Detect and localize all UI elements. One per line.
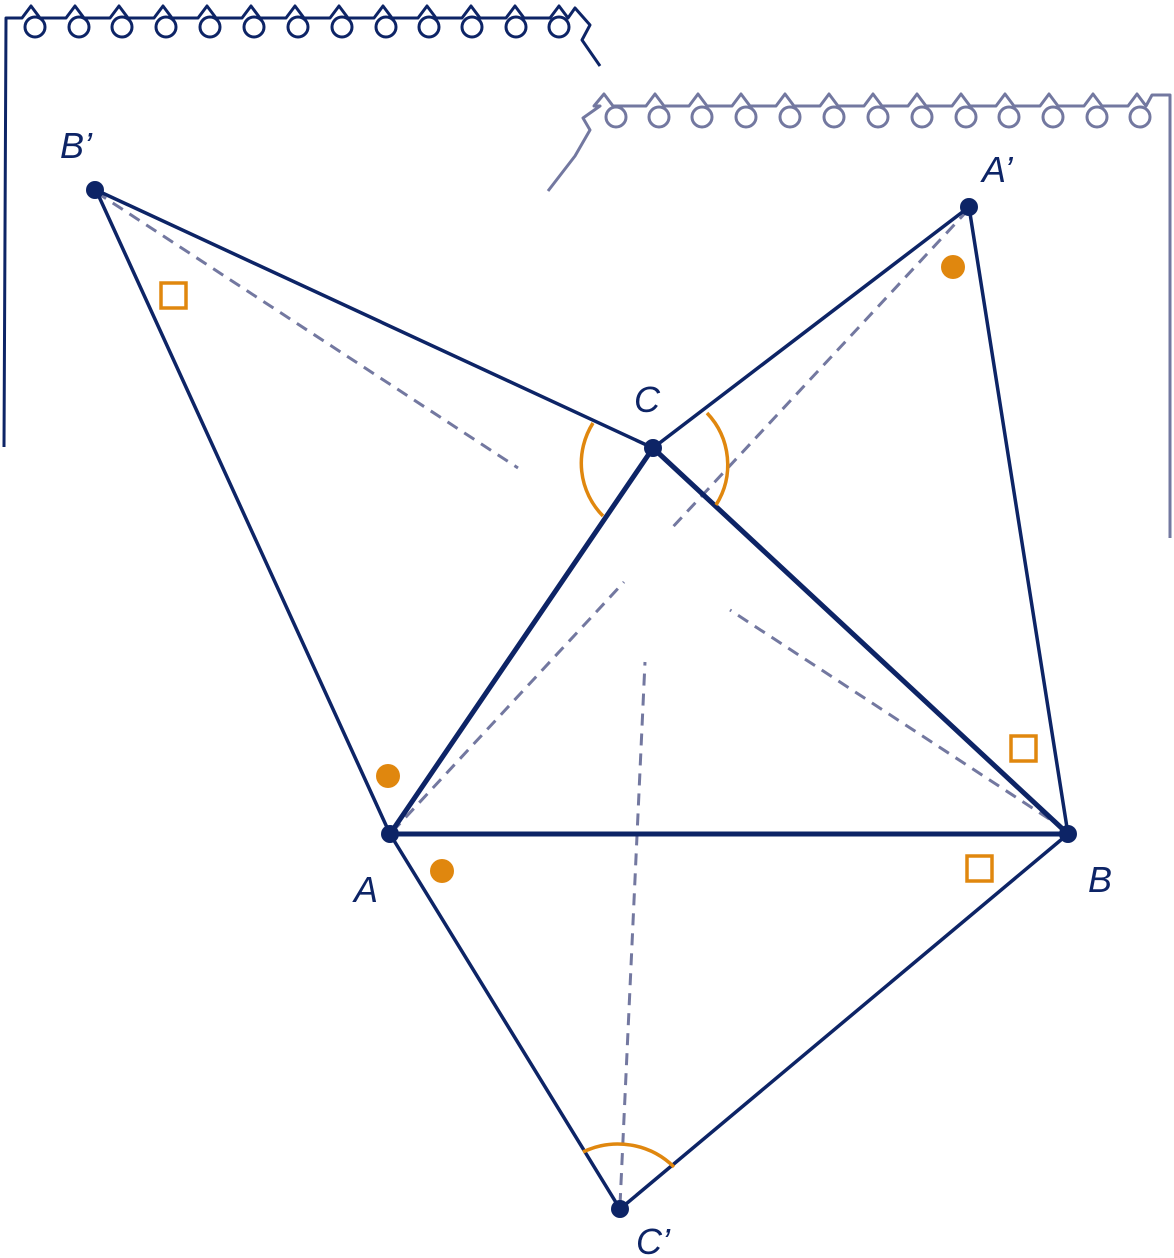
angle-arc-c-prime (582, 1142, 676, 1169)
spiral-ring (242, 15, 266, 39)
segment-a-c-prime (388, 832, 622, 1211)
right-notebook-edge (546, 92, 1172, 538)
dot-markers (376, 255, 965, 883)
spiral-ring (604, 105, 628, 129)
spiral-ring (67, 15, 91, 39)
dashed-line-c-prime-center (618, 661, 647, 1206)
point-b-prime (86, 181, 104, 199)
label-a-prime: A’ (980, 149, 1014, 190)
square-marker-b-prime (159, 281, 188, 310)
spiral-ring (547, 15, 571, 39)
vertex-points (86, 181, 1077, 1218)
spiral-ring (504, 15, 528, 39)
spiral-ring (374, 15, 398, 39)
right-spiral-rings (604, 105, 1152, 129)
angle-arc-c-right (705, 411, 730, 506)
square-markers (159, 281, 1038, 883)
left-spiral-rings (23, 15, 571, 39)
segment-a-prime-b (967, 205, 1070, 836)
square-marker-b-lower (965, 854, 994, 883)
segment-c-a-prime (651, 205, 971, 450)
point-c (644, 439, 662, 457)
spiral-ring (110, 15, 134, 39)
dashed-line-b-center (729, 608, 1067, 832)
spiral-ring (954, 105, 978, 129)
segment-c-b (650, 445, 1071, 837)
segment-a-c (387, 445, 656, 837)
right-page-outline (546, 92, 1172, 538)
label-c-prime: C’ (636, 1221, 671, 1258)
label-b-prime: B’ (60, 125, 93, 166)
dot-marker-a-upper (376, 764, 400, 788)
label-b: B (1088, 859, 1112, 900)
spiral-ring (910, 105, 934, 129)
point-a (381, 825, 399, 843)
segment-c-prime-b (618, 832, 1070, 1211)
dot-marker-a-lower (430, 859, 454, 883)
left-notebook-edge (2, 4, 602, 448)
dashed-line-a-center (390, 580, 626, 834)
spiral-ring (286, 15, 310, 39)
spiral-ring (23, 15, 47, 39)
segment-b-prime-a (94, 188, 392, 836)
spiral-ring (460, 15, 484, 39)
spiral-ring (866, 105, 890, 129)
spiral-ring (1085, 105, 1109, 129)
spiral-ring (1041, 105, 1065, 129)
point-c-prime (611, 1200, 629, 1218)
spiral-ring (690, 105, 714, 129)
angle-arcs (579, 411, 730, 1169)
spiral-ring (778, 105, 802, 129)
spiral-ring (997, 105, 1021, 129)
spiral-ring (822, 105, 846, 129)
spiral-ring (417, 15, 441, 39)
main-triangle (387, 445, 1071, 837)
spiral-ring (330, 15, 354, 39)
dashed-lines (95, 190, 1067, 1206)
spiral-ring (154, 15, 178, 39)
dashed-line-b-prime-center (95, 190, 519, 470)
point-b (1059, 825, 1077, 843)
spiral-ring (198, 15, 222, 39)
dashed-line-a-prime-center (668, 208, 970, 532)
point-a-prime (960, 198, 978, 216)
spiral-ring (734, 105, 758, 129)
label-c: C (634, 379, 661, 420)
segment-b-prime-c (94, 188, 655, 450)
spiral-ring (1128, 105, 1152, 129)
square-marker-b-upper (1009, 734, 1038, 763)
spiral-ring (647, 105, 671, 129)
outer-triangles (94, 188, 1070, 1211)
angle-arc-c-left (579, 422, 605, 518)
label-a: A (352, 869, 378, 910)
dot-marker-a-prime (941, 255, 965, 279)
vertex-labels: B’ A’ C A B C’ (60, 125, 1112, 1258)
